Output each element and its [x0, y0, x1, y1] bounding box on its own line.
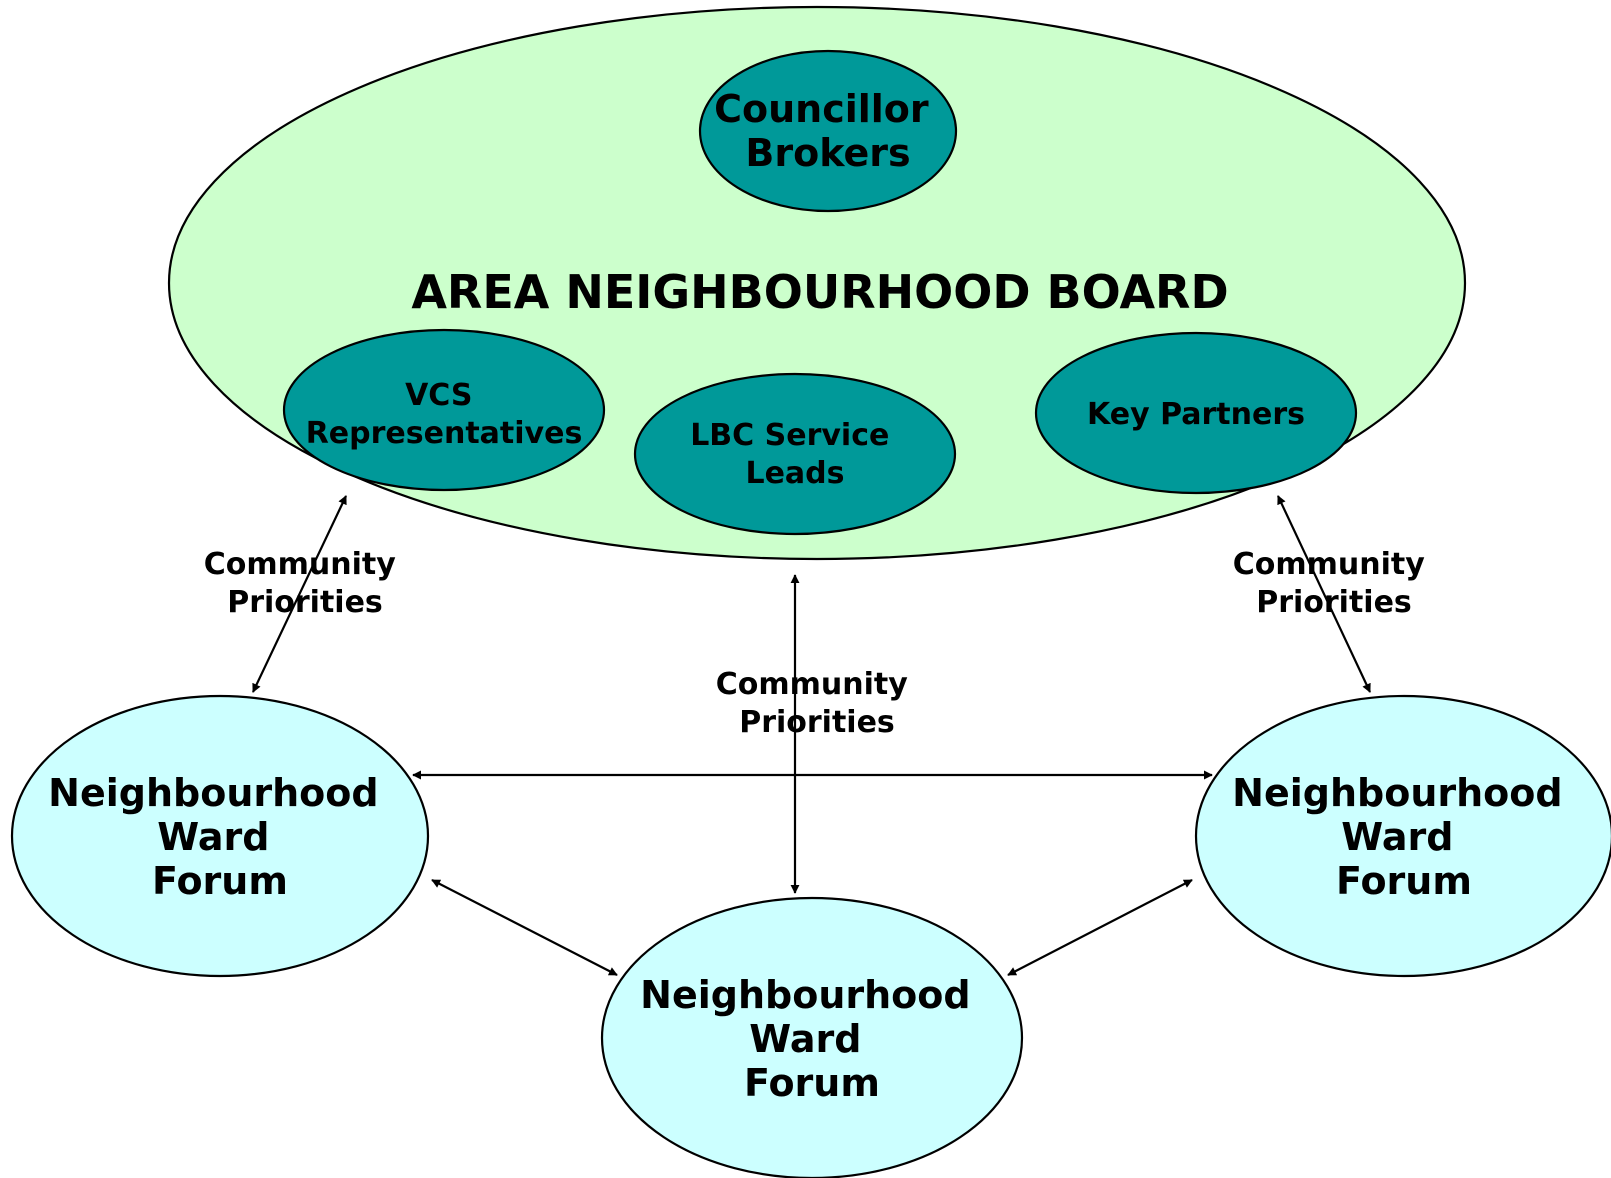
flow-left-label: Community Priorities: [204, 547, 407, 620]
forum-right-line-2: Ward: [1341, 815, 1453, 859]
connector-board-forum-right: [1277, 495, 1371, 693]
forum-left-line-1: Neighbourhood: [48, 771, 378, 815]
key-partners-label: Key Partners: [1087, 397, 1305, 432]
councillor-brokers-label: Councillor Brokers: [714, 87, 942, 175]
forum-bottom-node: [600, 896, 1024, 1178]
vcs-representatives-label: VCS Representatives: [306, 378, 583, 451]
forum-right-node: [1194, 694, 1611, 978]
lbc-line-2: Leads: [745, 456, 844, 491]
forum-bottom-line-3: Forum: [744, 1061, 880, 1105]
flow-right-line-2: Priorities: [1256, 585, 1412, 620]
forum-left-node: [10, 694, 430, 978]
flow-left-line-2: Priorities: [227, 585, 383, 620]
councillor-brokers-line-1: Councillor: [714, 87, 929, 131]
flow-center-line-1: Community: [716, 667, 908, 702]
key-partners-line-1: Key Partners: [1087, 397, 1305, 432]
forum-left-line-3: Forum: [152, 859, 288, 903]
forum-left-label: Neighbourhood Ward Forum: [48, 771, 392, 903]
flow-right-line-1: Community: [1233, 547, 1425, 582]
connector-board-forum-left: [252, 495, 347, 693]
connector-forum-right-forum-bottom: [1007, 879, 1193, 976]
forum-right-label: Neighbourhood Ward Forum: [1232, 771, 1576, 903]
flow-center-line-2: Priorities: [739, 705, 895, 740]
vcs-representatives-node: [282, 328, 606, 492]
forum-bottom-line-1: Neighbourhood: [640, 973, 970, 1017]
forum-right-line-1: Neighbourhood: [1232, 771, 1562, 815]
connector-forum-left-forum-bottom: [431, 879, 618, 976]
flow-right-label: Community Priorities: [1233, 547, 1436, 620]
flow-left-line-1: Community: [204, 547, 396, 582]
vcs-line-2: Representatives: [306, 416, 583, 451]
forum-left-line-2: Ward: [157, 815, 269, 859]
vcs-line-1: VCS: [405, 378, 472, 413]
forum-right-line-3: Forum: [1336, 859, 1472, 903]
board-title: AREA NEIGHBOURHOOD BOARD: [411, 265, 1228, 319]
lbc-service-leads-label: LBC Service Leads: [690, 418, 900, 491]
flow-center-label: Community Priorities: [716, 667, 919, 740]
key-partners-node: [1034, 331, 1358, 495]
lbc-line-1: LBC Service: [690, 418, 889, 453]
forum-bottom-label: Neighbourhood Ward Forum: [640, 973, 984, 1105]
forum-bottom-line-2: Ward: [749, 1017, 861, 1061]
lbc-service-leads-node: [633, 372, 957, 536]
councillor-brokers-node: [698, 49, 958, 213]
councillor-brokers-line-2: Brokers: [745, 131, 910, 175]
